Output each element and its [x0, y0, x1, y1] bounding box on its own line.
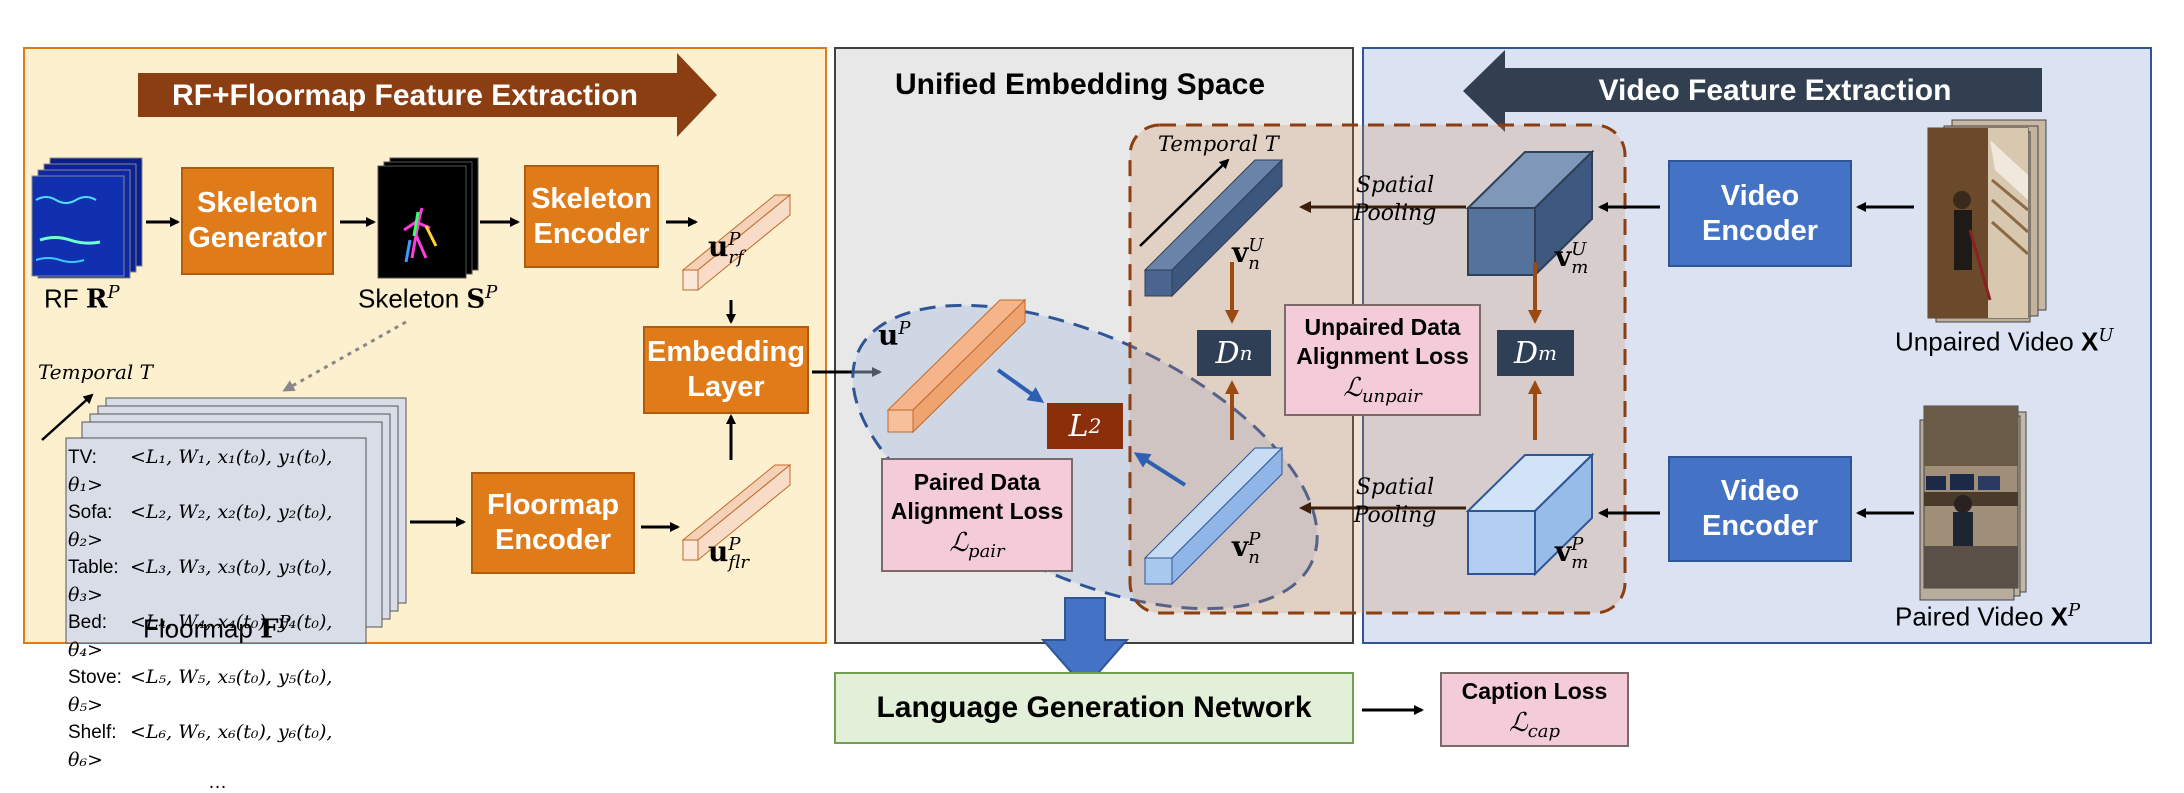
caption-loss-symbol: ℒcap [1508, 707, 1561, 742]
paired-loss-symbol: ℒpair [949, 527, 1005, 562]
temporal-label-floormap: Temporal T [38, 360, 154, 384]
unified-embedding-title: Unified Embedding Space [895, 68, 1266, 101]
video-banner-title: Video Feature Extraction [1598, 74, 1952, 107]
unpaired-video-stack [1927, 119, 2047, 323]
paired-alignment-loss-box: Paired Data Alignment Loss ℒpair [881, 458, 1073, 572]
rf-banner-arrow [138, 53, 717, 137]
rf-input-label: RF RP [44, 282, 120, 315]
temporal-label-middle: Temporal T [1158, 132, 1279, 156]
skeleton-encoder-block: Skeleton Encoder [524, 165, 659, 268]
floormap-row: Sofa:<L₂, W₂, x₂(t₀), y₂(t₀), θ₂> [68, 501, 333, 551]
u-p-label: uP [878, 318, 911, 352]
floormap-ellipsis: … [208, 772, 227, 793]
video-banner-arrow [1463, 50, 2042, 132]
floormap-row: TV:<L₁, W₁, x₁(t₀), y₁(t₀), θ₁> [68, 446, 333, 496]
floormap-encoder-block: Floormap Encoder [471, 472, 635, 574]
v-m-u-cube [1465, 149, 1595, 278]
rf-heatmap-stack [31, 157, 143, 279]
embedding-layer-block: Embedding Layer [643, 326, 809, 414]
video-encoder-bottom-block: Video Encoder [1668, 456, 1852, 562]
floormap-sheet-stack [65, 397, 407, 644]
rf-banner-title: RF+Floormap Feature Extraction [172, 79, 638, 112]
paired-video-label: Paired Video XP [1895, 600, 2081, 632]
floormap-row: Table:<L₃, W₃, x₃(t₀), y₃(t₀), θ₃> [68, 556, 333, 606]
diagram-canvas [31, 50, 2047, 715]
floormap-row: Shelf:<L₆, W₆, x₆(t₀), y₆(t₀), θ₆> [68, 721, 333, 771]
floormap-input-label: Floormap FP [143, 612, 291, 645]
floormap-table: TV:<L₁, W₁, x₁(t₀), y₁(t₀), θ₁> Sofa:<L₂… [68, 444, 368, 792]
caption-loss-title: Caption Loss [1461, 678, 1608, 705]
skeleton-generator-block: Skeleton Generator [181, 167, 334, 275]
floormap-row: Bed:<L₄, W₄, x₄(t₀), y₄(t₀), θ₄> [68, 611, 333, 661]
unpaired-alignment-loss-box: Unpaired Data Alignment Loss ℒunpair [1284, 304, 1481, 416]
v-n-u-bar [1143, 158, 1284, 298]
floormap-row: Stove:<L₅, W₅, x₅(t₀), y₅(t₀), θ₅> [68, 666, 333, 716]
spatial-pooling-top-label: Spatial Pooling [1353, 173, 1437, 226]
u-flr-bar [681, 463, 792, 562]
unpaired-loss-symbol: ℒunpair [1343, 372, 1422, 407]
video-encoder-top-block: Video Encoder [1668, 160, 1852, 267]
big-down-arrow [1040, 597, 1130, 690]
language-generation-network: Language Generation Network [834, 672, 1354, 744]
caption-loss-box: Caption Loss ℒcap [1440, 672, 1629, 747]
spatial-pooling-bottom-label: Spatial Pooling [1353, 475, 1437, 528]
paired-loss-title: Paired Data Alignment Loss [890, 469, 1064, 524]
skeleton-input-label: Skeleton SP [358, 282, 498, 315]
unpaired-video-label: Unpaired Video XU [1895, 325, 2114, 357]
unpaired-loss-title: Unpaired Data Alignment Loss [1296, 314, 1469, 369]
v-n-p-bar [1143, 446, 1284, 586]
v-m-p-cube [1465, 452, 1595, 577]
u-rf-bar [681, 193, 792, 292]
paired-video-stack [1919, 405, 2027, 601]
skeleton-image-stack [377, 157, 479, 279]
u-p-bar [886, 298, 1027, 434]
